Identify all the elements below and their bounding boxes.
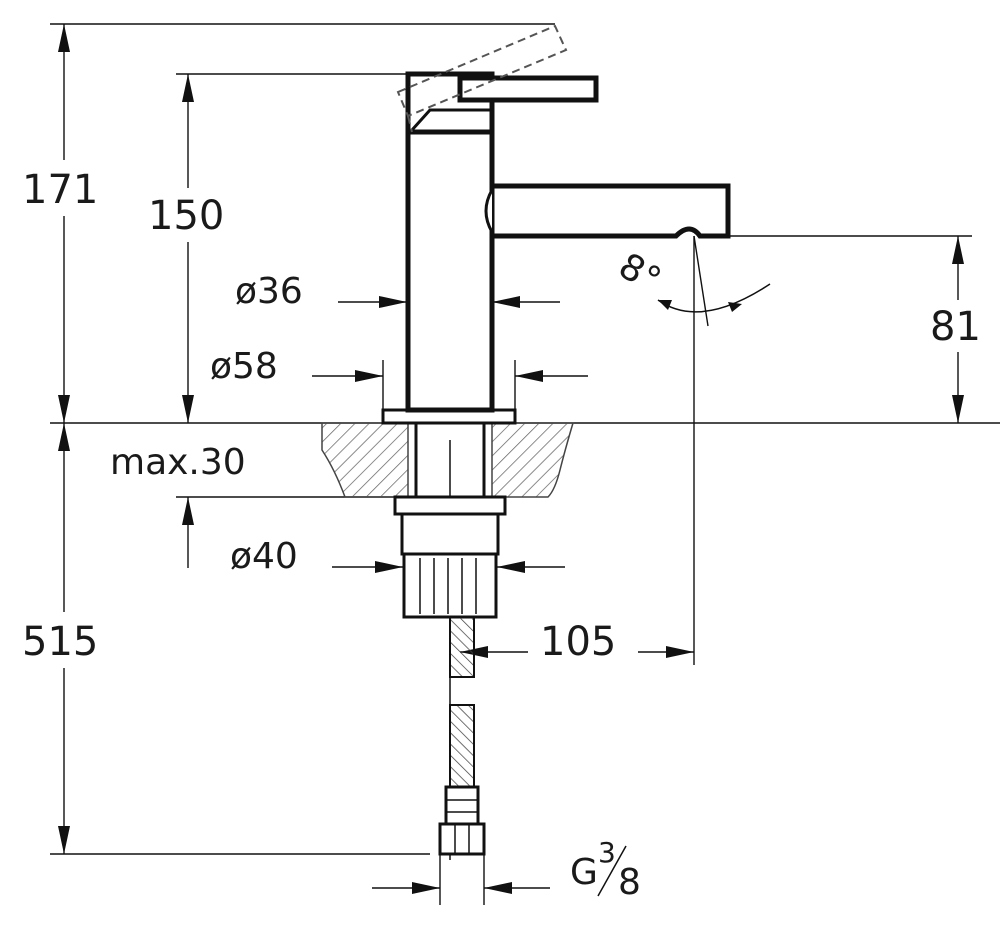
- spout: [489, 183, 731, 239]
- flexible-hose: [438, 616, 486, 856]
- dimension-label-81: 81: [930, 304, 981, 350]
- lever-alternate-position: [396, 24, 568, 118]
- dimension-105: 105: [460, 614, 694, 665]
- dimension-150: 150: [140, 74, 240, 423]
- dimension-label-max-30: max.30: [110, 442, 246, 483]
- dimension-label-diameter-36: ø36: [235, 271, 303, 312]
- dimension-diameter-40: ø40: [230, 536, 565, 577]
- dimension-label-diameter-58: ø58: [210, 346, 278, 387]
- lever-handle: [457, 75, 599, 103]
- mounting-shank: [393, 421, 507, 860]
- hose-connector-nut: [438, 822, 486, 856]
- dimension-label-diameter-40: ø40: [230, 536, 298, 577]
- mounting-nut-top: [400, 512, 500, 556]
- angle-label: 8°: [612, 246, 668, 302]
- mounting-nut: [402, 552, 498, 619]
- dimension-label-171: 171: [22, 167, 98, 213]
- angle-indicator: 8°: [612, 235, 771, 327]
- dimension-max-30: max.30: [110, 442, 246, 568]
- dimension-label-150: 150: [148, 193, 224, 239]
- mounting-washer: [393, 495, 507, 516]
- dimension-diameter-58: ø58: [210, 346, 588, 387]
- thread-label-prefix: G: [570, 852, 598, 893]
- dimension-81: 81: [925, 236, 995, 423]
- dimension-diameter-36: ø36: [235, 271, 560, 312]
- thread-label-numerator: 3: [598, 836, 616, 869]
- faucet-body: [381, 24, 731, 425]
- dimension-515: 515: [12, 423, 112, 854]
- dimension-connection-thread: G 3 8: [372, 836, 641, 903]
- countertop-section: [321, 422, 575, 498]
- dimension-label-105: 105: [540, 619, 616, 665]
- body-column: [405, 129, 495, 413]
- dimension-label-515: 515: [22, 619, 98, 665]
- thread-label-denominator: 8: [618, 862, 641, 903]
- dimension-171: 171: [10, 24, 110, 423]
